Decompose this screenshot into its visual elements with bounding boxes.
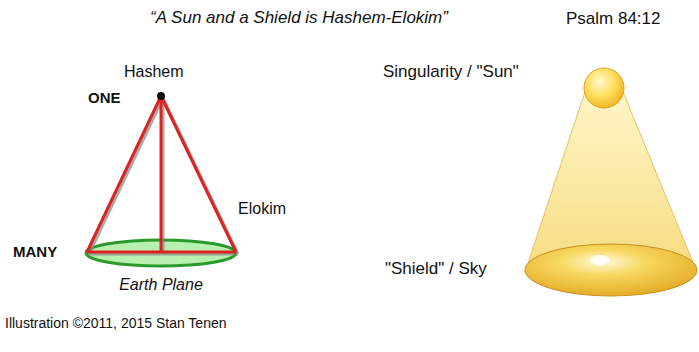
one-label: ONE [88,89,121,106]
many-label: MANY [13,243,57,260]
apex-label: Hashem [124,63,184,81]
caption: Illustration ©2011, 2015 Stan Tenen [5,315,227,331]
side-label: Elokim [238,200,286,218]
shield-label: "Shield" / Sky [385,259,487,279]
verse-reference: Psalm 84:12 [566,9,661,29]
apex-point [157,92,165,100]
shield-ellipse [525,244,697,296]
plane-label: Earth Plane [119,276,203,294]
sun-circle [584,68,624,108]
earth-plane-cone [86,92,238,266]
title: “A Sun and a Shield is Hashem-Elokim” [150,8,448,28]
sun-shield [525,68,697,296]
sun-label: Singularity / "Sun" [383,62,519,82]
red-lines [87,96,236,252]
